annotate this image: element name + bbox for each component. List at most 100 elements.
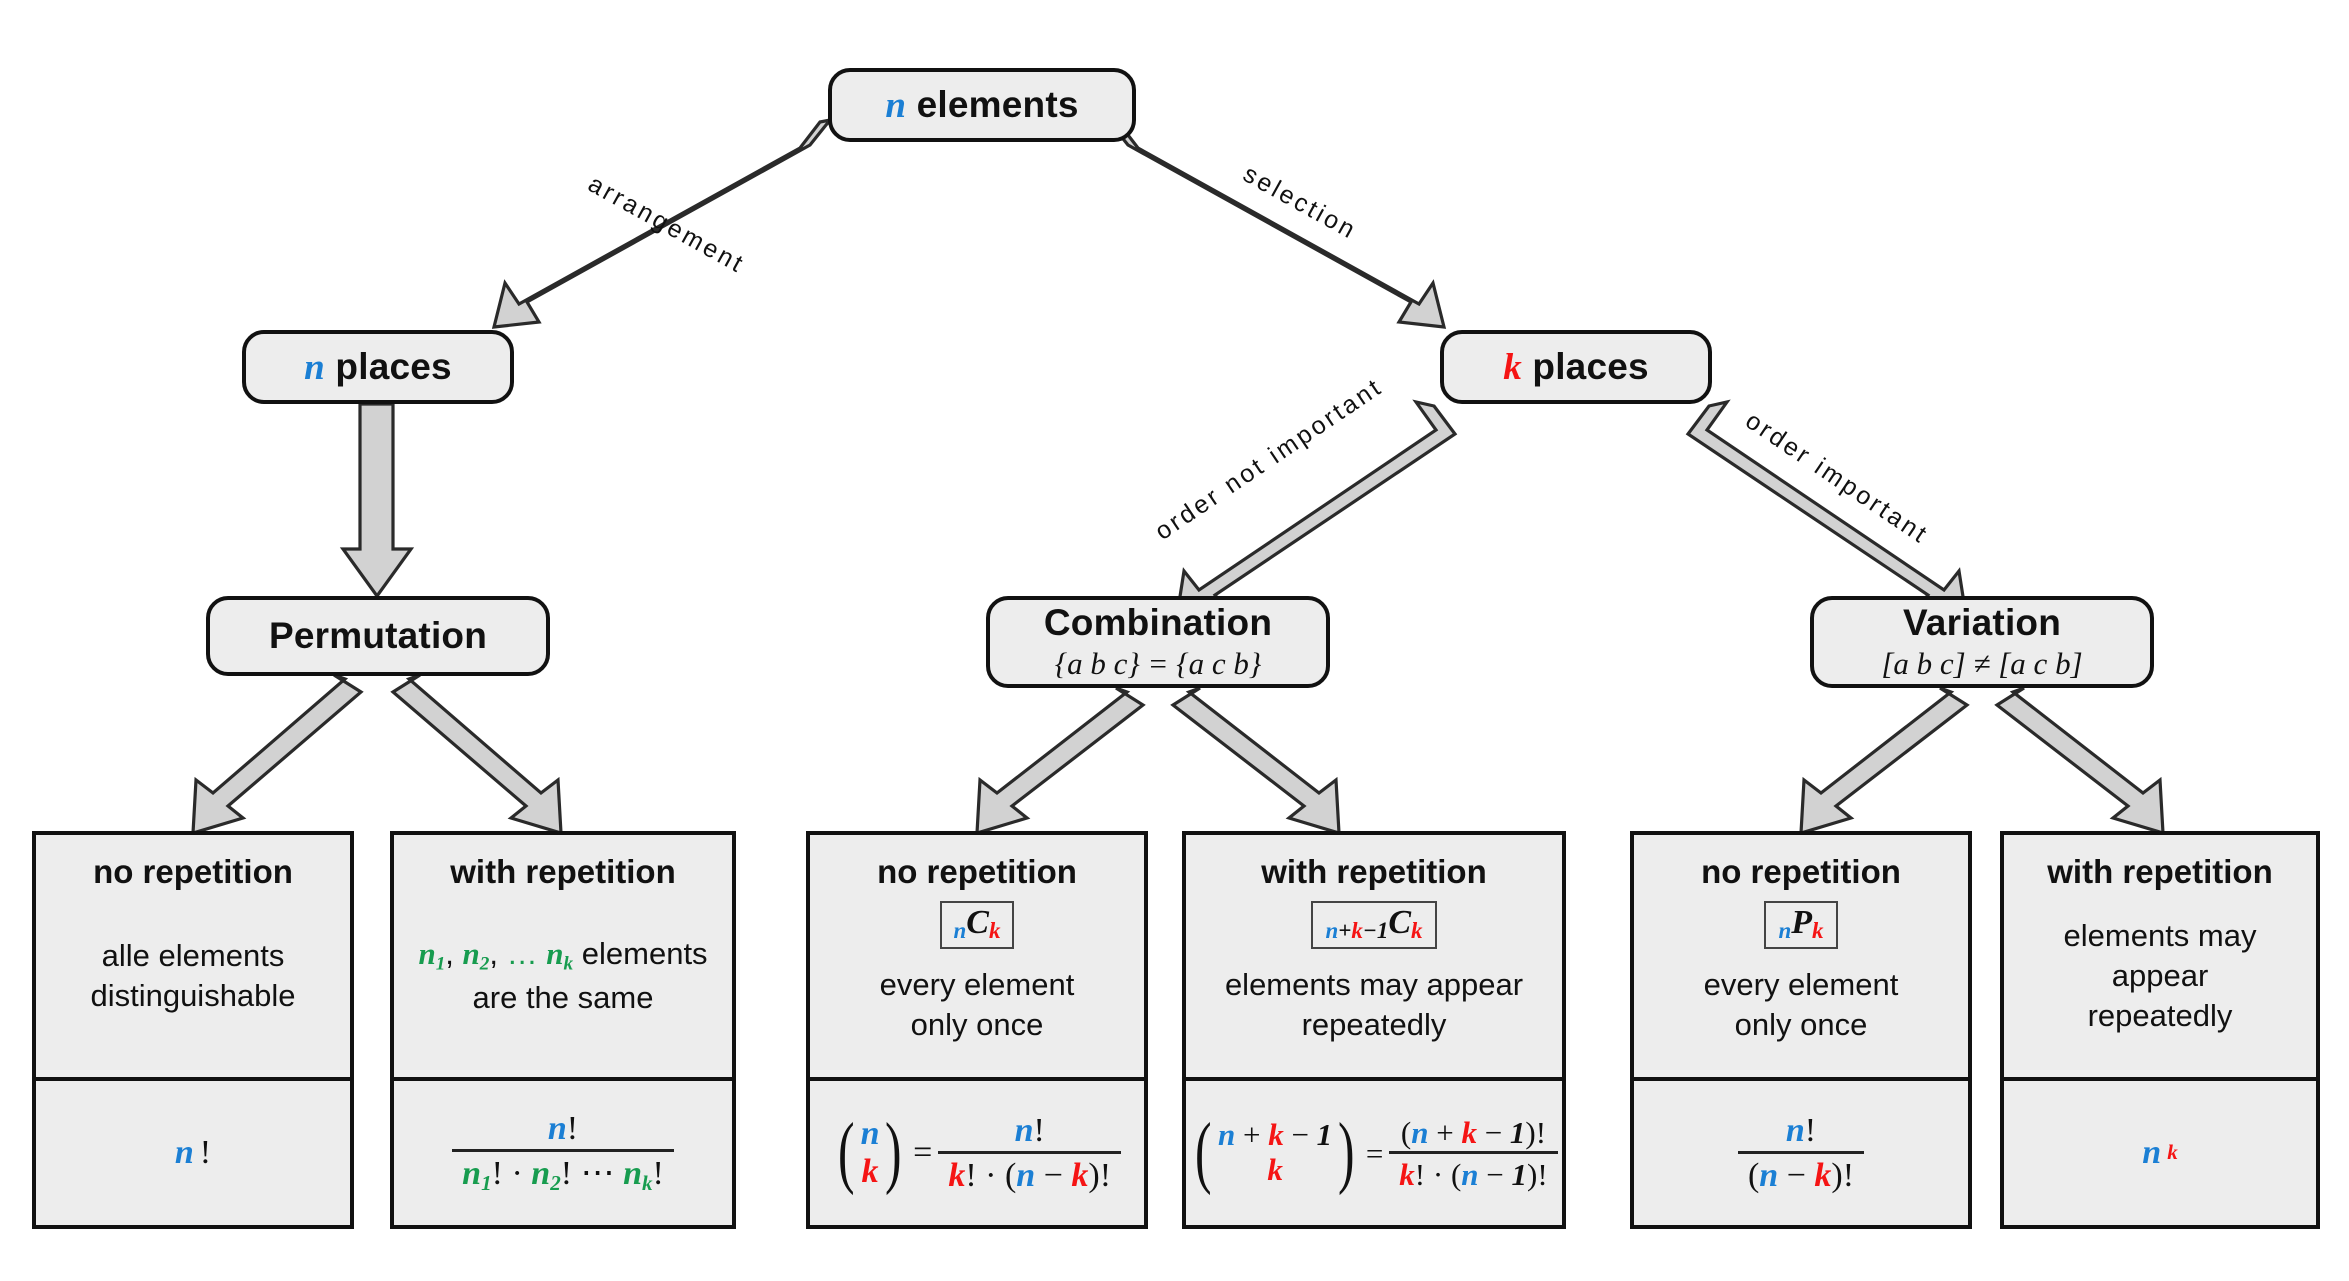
arrow-order-important	[1685, 399, 1969, 625]
right-paren: )	[1338, 1108, 1355, 1197]
var-k: k	[1267, 1152, 1283, 1187]
var-k: k	[1503, 346, 1522, 388]
leaf-combination-no-repetition[interactable]: no repetition n Ck every element only onc…	[806, 831, 1148, 1229]
sub-2: 2	[479, 953, 490, 975]
minus-sign: −	[1786, 1156, 1806, 1194]
cdot: ·	[1432, 1156, 1444, 1192]
factorial-sign: !	[1535, 1114, 1547, 1150]
plus-sign: +	[1338, 918, 1352, 944]
var-n: n	[860, 1114, 880, 1152]
leaf-variation-with-repetition[interactable]: with repetition elements may appear repe…	[2000, 831, 2320, 1229]
binomial-top: n + k − 1	[1218, 1117, 1333, 1153]
var-n2: n	[462, 936, 480, 972]
leaf-description: every element only once	[880, 965, 1075, 1052]
formula-multiset-combination: ( n + k − 1 k ) =	[1190, 1108, 1558, 1197]
leaf-top: with repetition n1, n2, … nk elements ar…	[394, 835, 732, 1077]
var-k: k	[988, 918, 1001, 944]
leaf-description-line: elements may appear	[1224, 966, 1524, 1002]
notation-nPk: nPk	[1764, 901, 1838, 950]
leaf-heading: no repetition	[93, 853, 293, 890]
leaf-description-line: only once	[1734, 1007, 1868, 1043]
edge-label-order-not-important: order not important	[1149, 372, 1388, 546]
formula-multiset-permutation: n! n1! · n2! ⋯ nk!	[452, 1112, 674, 1194]
left-paren: (	[1400, 1114, 1412, 1150]
leaf-heading: no repetition	[877, 853, 1077, 890]
edge-label-order-important: order important	[1740, 406, 1934, 550]
node-combination-subtitle: {a b c} = {a c b}	[1054, 646, 1262, 681]
factorial-sign: !	[652, 1155, 664, 1193]
fraction-denominator: k! · (n − k)!	[938, 1150, 1122, 1194]
leaf-description-line: every element	[1703, 966, 1899, 1002]
leaf-description-line: elements may appear	[2063, 917, 2257, 993]
leaf-variation-no-repetition[interactable]: no repetition nPk every element only onc…	[1630, 831, 1972, 1229]
arrow-combination-leaf4	[1170, 686, 1341, 836]
leaf-permutation-with-repetition[interactable]: with repetition n1, n2, … nk elements ar…	[390, 831, 736, 1229]
leaf-top: no repetition nPk every element only onc…	[1634, 835, 1968, 1077]
leaf-heading: with repetition	[1261, 853, 1487, 890]
node-n-elements-label: n elements	[885, 84, 1078, 127]
leaf-description-line: n1, n2, … nk elements	[418, 934, 707, 977]
binomial-stack: n k	[860, 1115, 881, 1191]
node-n-places-text: places	[335, 345, 452, 387]
leaf-description-line: every element	[879, 966, 1075, 1002]
binomial-coefficient: ( n + k − 1 k )	[1190, 1108, 1360, 1197]
number-one: 1	[1316, 1117, 1333, 1153]
node-k-places[interactable]: k places	[1440, 330, 1712, 404]
cdot: ·	[985, 1156, 997, 1194]
number-one: 1	[1511, 1156, 1528, 1192]
leaf-heading: no repetition	[1701, 853, 1901, 890]
leaf-top: with repetition n+k−1Ck elements may app…	[1186, 835, 1562, 1077]
var-k: k	[948, 1156, 966, 1194]
arrow-permutation-leaf2	[390, 673, 563, 836]
leaf-permutation-no-repetition[interactable]: no repetition alle elements distinguisha…	[32, 831, 354, 1229]
factorial-sign: !	[1804, 1111, 1817, 1149]
leaf-combination-with-repetition[interactable]: with repetition n+k−1Ck elements may app…	[1182, 831, 1566, 1229]
fraction: n! n1! · n2! ⋯ nk!	[452, 1112, 674, 1194]
var-n: n	[1411, 1114, 1429, 1150]
sub-k: k	[641, 1170, 653, 1195]
letter-C: C	[966, 904, 989, 941]
leaf-description: elements may appear repeatedly	[1225, 965, 1523, 1052]
node-combination[interactable]: Combination {a b c} = {a c b}	[986, 596, 1330, 688]
right-paren: )	[885, 1108, 903, 1197]
node-permutation[interactable]: Permutation	[206, 596, 550, 676]
cdot: ·	[511, 1155, 523, 1193]
fraction-denominator: k! · (n − 1)!	[1389, 1150, 1558, 1192]
number-one: 1	[1509, 1114, 1526, 1150]
arrow-permutation-leaf1	[191, 673, 364, 836]
var-n: n	[1461, 1156, 1479, 1192]
leaf-top: with repetition elements may appear repe…	[2004, 835, 2316, 1077]
left-paren: (	[1195, 1108, 1212, 1197]
arrow-variation-leaf5	[1799, 686, 1970, 836]
var-n: n	[1759, 1156, 1779, 1194]
var-k: k	[1812, 918, 1824, 944]
factorial-sign: !	[560, 1155, 573, 1193]
var-n: n	[1785, 1111, 1805, 1149]
node-n-places[interactable]: n places	[242, 330, 514, 404]
node-variation-title: Variation	[1902, 602, 2062, 643]
ellipsis: ⋯	[580, 1155, 615, 1193]
fraction: n! (n − k)!	[1737, 1111, 1865, 1194]
sub-1: 1	[435, 953, 446, 975]
left-paren: (	[1450, 1156, 1462, 1192]
minus-sign: −	[1043, 1156, 1063, 1194]
leaf-description-line: alle elements	[101, 937, 285, 973]
factorial-sign: !	[965, 1156, 977, 1194]
var-n: n	[304, 346, 325, 388]
node-n-elements[interactable]: n elements	[828, 68, 1136, 142]
letter-P: P	[1791, 904, 1813, 941]
leaf-description-line: repeatedly	[2087, 998, 2233, 1034]
var-n1: n	[418, 936, 436, 972]
left-paren: (	[1004, 1156, 1017, 1194]
leaf-description-line: only once	[910, 1007, 1044, 1043]
plus-sign: +	[1242, 1117, 1261, 1153]
sub-2: 2	[550, 1170, 561, 1195]
leaf-formula-cell: ( n + k − 1 k ) =	[1186, 1077, 1562, 1225]
node-variation[interactable]: Variation [a b c] ≠ [a c b]	[1810, 596, 2154, 688]
factorial-sign: !	[1033, 1111, 1045, 1149]
right-paren: )	[1527, 1156, 1538, 1192]
leaf-description-line: are the same	[472, 979, 654, 1015]
fraction: (n + k − 1)! k! · (n − 1)!	[1389, 1114, 1558, 1192]
notation-expression: n+k−1Ck	[1325, 904, 1422, 944]
